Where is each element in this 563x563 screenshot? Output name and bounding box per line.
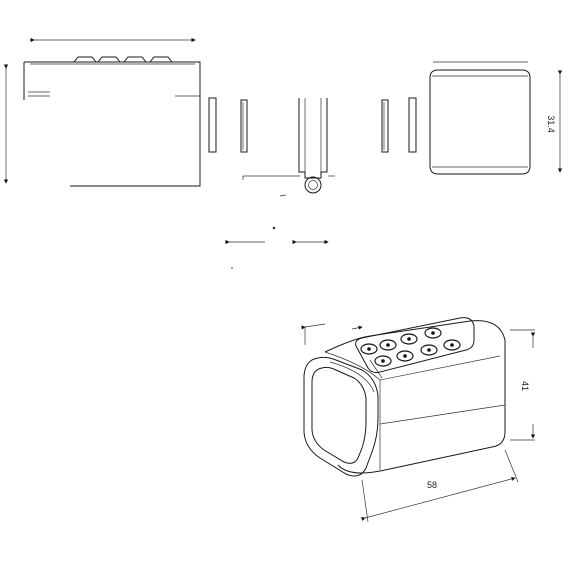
section-views (208, 97, 417, 269)
width-dimension-label: 58 (427, 480, 437, 490)
height-dimension-label: 31.4 (546, 115, 556, 133)
side-dimension-label: 41 (520, 381, 530, 391)
isometric-view: 41 58 (301, 317, 536, 523)
end-view: 31.4 (429, 61, 563, 175)
side-elevation-view (3, 37, 201, 187)
